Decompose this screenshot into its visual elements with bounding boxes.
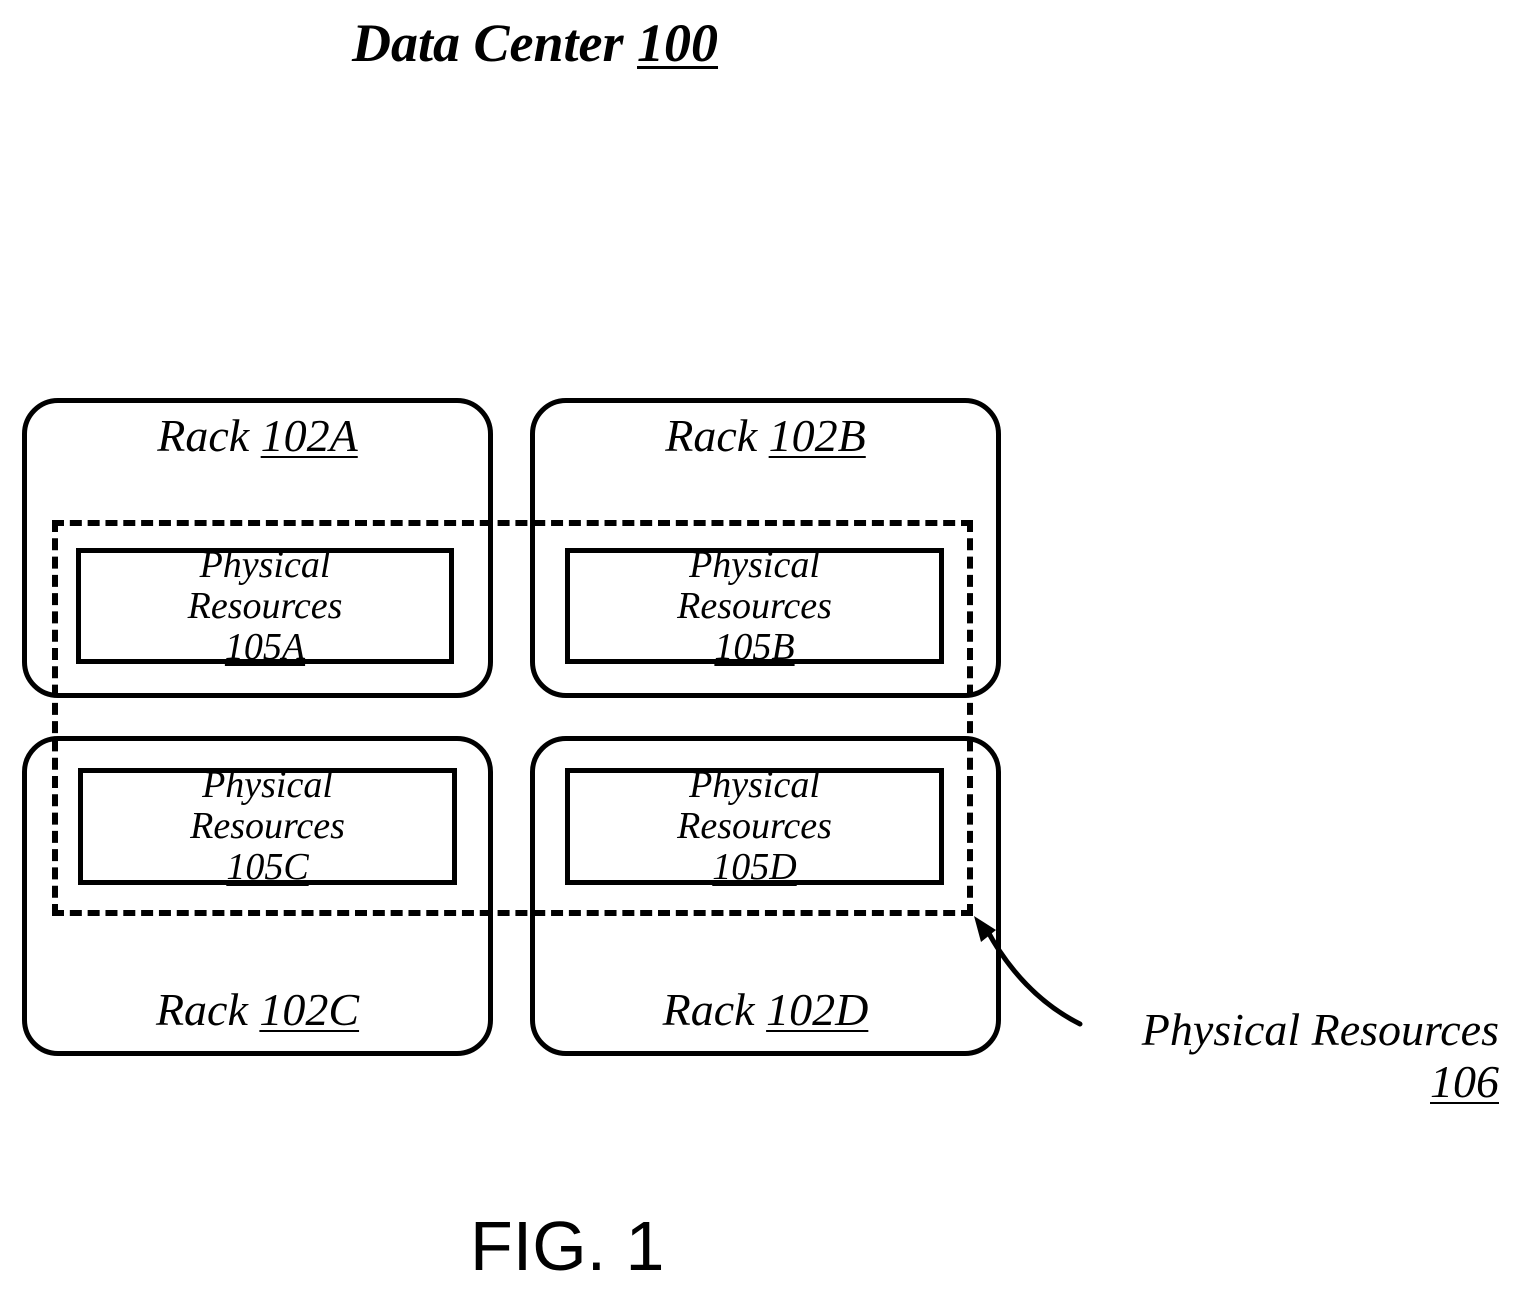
diagram-title: Data Center 100 [352, 8, 718, 78]
rack-label-102b: Rack 102B [530, 408, 1001, 464]
title-ref: 100 [637, 13, 718, 73]
rack-label-102d: Rack 102D [530, 982, 1001, 1038]
figure-label: FIG. 1 [470, 1204, 664, 1288]
physical-resources-105d: Physical Resources 105D [565, 768, 944, 885]
title-text: Data Center [352, 13, 637, 73]
rack-label-102c: Rack 102C [22, 982, 493, 1038]
rack-label-102a: Rack 102A [22, 408, 493, 464]
physical-resources-105b: Physical Resources 105B [565, 548, 944, 664]
physical-resources-105c: Physical Resources 105C [78, 768, 457, 885]
physical-resources-105a: Physical Resources 105A [76, 548, 454, 664]
physical-resources-106-label: Physical Resources 106 [1142, 1004, 1499, 1108]
